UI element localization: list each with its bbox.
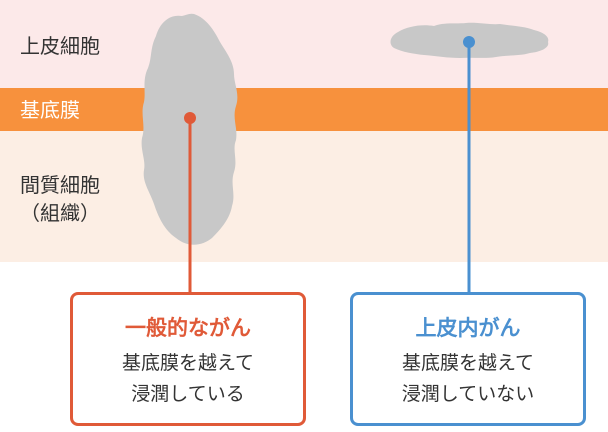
stroma-label-line2: （組織） [20, 201, 100, 225]
in-situ-cancer-desc-line2: 浸潤していない [401, 383, 535, 405]
invasive-cancer-callout: 一般的ながん 基底膜を越えて 浸潤している [70, 292, 306, 426]
stroma-layer [0, 131, 608, 262]
in-situ-cancer-callout: 上皮内がん 基底膜を越えて 浸潤していない [350, 292, 586, 426]
in-situ-cancer-title: 上皮内がん [415, 316, 521, 340]
invasive-marker-dot [184, 112, 196, 124]
invasive-cancer-desc-line1: 基底膜を越えて [121, 352, 255, 374]
stroma-label-line1: 間質細胞 [20, 173, 100, 197]
basement-membrane-layer [0, 88, 608, 131]
epithelium-label: 上皮細胞 [20, 34, 100, 58]
in-situ-cancer-desc-line1: 基底膜を越えて [401, 352, 535, 374]
invasive-cancer-title: 一般的ながん [125, 316, 251, 340]
in-situ-marker-dot [463, 36, 475, 48]
basement-membrane-label: 基底膜 [20, 98, 80, 122]
invasive-cancer-desc-line2: 浸潤している [131, 383, 245, 405]
